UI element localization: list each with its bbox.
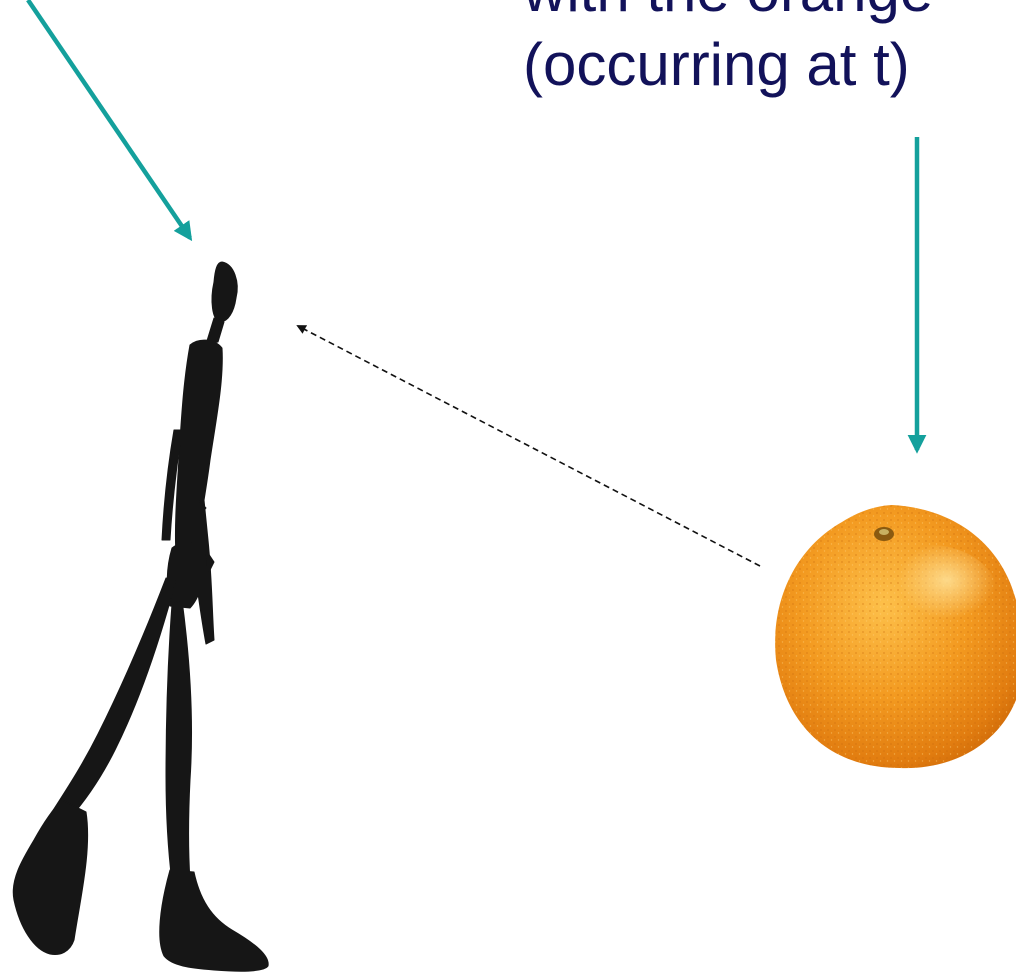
walking-figure-icon [13,262,268,971]
dashed-light-arrow [298,326,760,566]
orange-icon [775,505,1016,768]
pointer-arrow-to-figure [28,0,190,238]
